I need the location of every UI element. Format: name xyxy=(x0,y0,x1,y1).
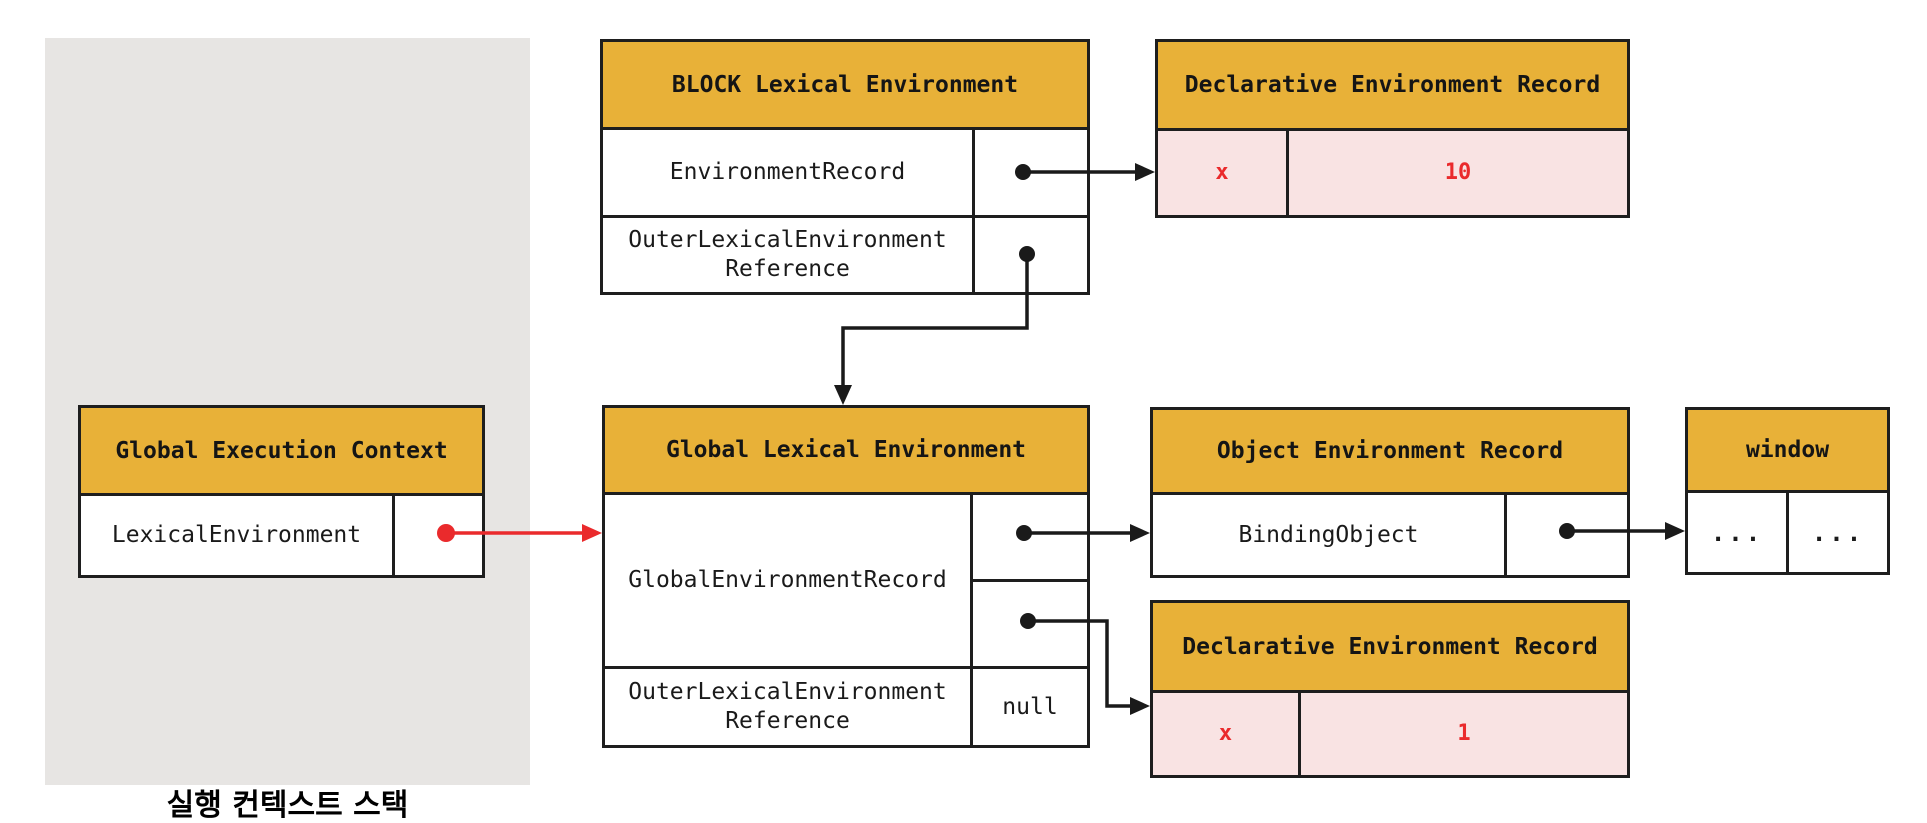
block-outer-reference-row: OuterLexicalEnvironment Reference xyxy=(603,215,1087,292)
window-cell-1: ... xyxy=(1710,518,1764,547)
declarative-top-binding-row: x 10 xyxy=(1158,131,1627,215)
binding-object-label: BindingObject xyxy=(1238,521,1419,548)
window-cell-2: ... xyxy=(1786,493,1887,572)
declarative-record-pointer-cell xyxy=(973,582,1087,666)
block-outer-reference-pointer-cell xyxy=(972,218,1087,292)
object-environment-record-header: Object Environment Record xyxy=(1153,410,1627,495)
declarative-bottom-binding-row: x 1 xyxy=(1153,693,1627,775)
global-outer-reference-value: null xyxy=(970,669,1087,745)
window-box: window ... ... xyxy=(1685,407,1890,575)
lexical-environment-row: LexicalEnvironment xyxy=(81,496,482,575)
declarative-environment-record-top-title: Declarative Environment Record xyxy=(1184,72,1601,98)
object-environment-record-box: Object Environment Record BindingObject xyxy=(1150,407,1630,578)
window-header: window xyxy=(1688,410,1887,493)
stack-caption: 실행 컨텍스트 스택 xyxy=(166,788,409,823)
environment-record-row: EnvironmentRecord xyxy=(603,130,1087,215)
object-environment-record-title: Object Environment Record xyxy=(1216,438,1564,464)
declarative-environment-record-top-box: Declarative Environment Record x 10 xyxy=(1155,39,1630,218)
environment-record-pointer-cell xyxy=(972,130,1087,215)
global-lexical-environment-header: Global Lexical Environment xyxy=(605,408,1087,495)
global-environment-record-label: GlobalEnvironmentRecord xyxy=(628,567,947,594)
declarative-top-value: 10 xyxy=(1286,131,1627,215)
declarative-bottom-value: 1 xyxy=(1298,693,1627,775)
global-environment-record-row: GlobalEnvironmentRecord xyxy=(605,495,1087,666)
global-lexical-environment-title: Global Lexical Environment xyxy=(665,437,1027,463)
declarative-bottom-key: x xyxy=(1153,693,1298,775)
global-execution-context-header: Global Execution Context xyxy=(81,408,482,496)
binding-object-row: BindingObject xyxy=(1153,495,1627,575)
lexical-environment-pointer-cell xyxy=(392,496,482,575)
global-outer-reference-row: OuterLexicalEnvironment Reference null xyxy=(605,666,1087,745)
global-execution-context-title: Global Execution Context xyxy=(115,437,448,464)
global-lexical-environment-box: Global Lexical Environment GlobalEnviron… xyxy=(602,405,1090,748)
lexical-environment-label: LexicalEnvironment xyxy=(111,522,362,549)
declarative-environment-record-bottom-title: Declarative Environment Record xyxy=(1182,633,1598,660)
block-lexical-environment-box: BLOCK Lexical Environment EnvironmentRec… xyxy=(600,39,1090,295)
declarative-environment-record-top-header: Declarative Environment Record xyxy=(1158,42,1627,131)
block-lexical-environment-title: BLOCK Lexical Environment xyxy=(671,71,1019,98)
declarative-environment-record-bottom-box: Declarative Environment Record x 1 xyxy=(1150,600,1630,778)
block-outer-reference-label: OuterLexicalEnvironment Reference xyxy=(628,227,947,282)
window-row: ... ... xyxy=(1688,493,1887,572)
global-outer-reference-label: OuterLexicalEnvironment Reference xyxy=(628,679,947,734)
block-lexical-environment-header: BLOCK Lexical Environment xyxy=(603,42,1087,130)
declarative-environment-record-bottom-header: Declarative Environment Record xyxy=(1153,603,1627,693)
declarative-top-key: x xyxy=(1158,131,1286,215)
environment-record-label: EnvironmentRecord xyxy=(669,159,906,186)
global-execution-context-box: Global Execution Context LexicalEnvironm… xyxy=(78,405,485,578)
global-environment-record-pointer-column xyxy=(970,495,1087,666)
binding-object-pointer-cell xyxy=(1504,495,1627,575)
window-title: window xyxy=(1745,437,1830,463)
object-record-pointer-cell xyxy=(973,495,1087,582)
